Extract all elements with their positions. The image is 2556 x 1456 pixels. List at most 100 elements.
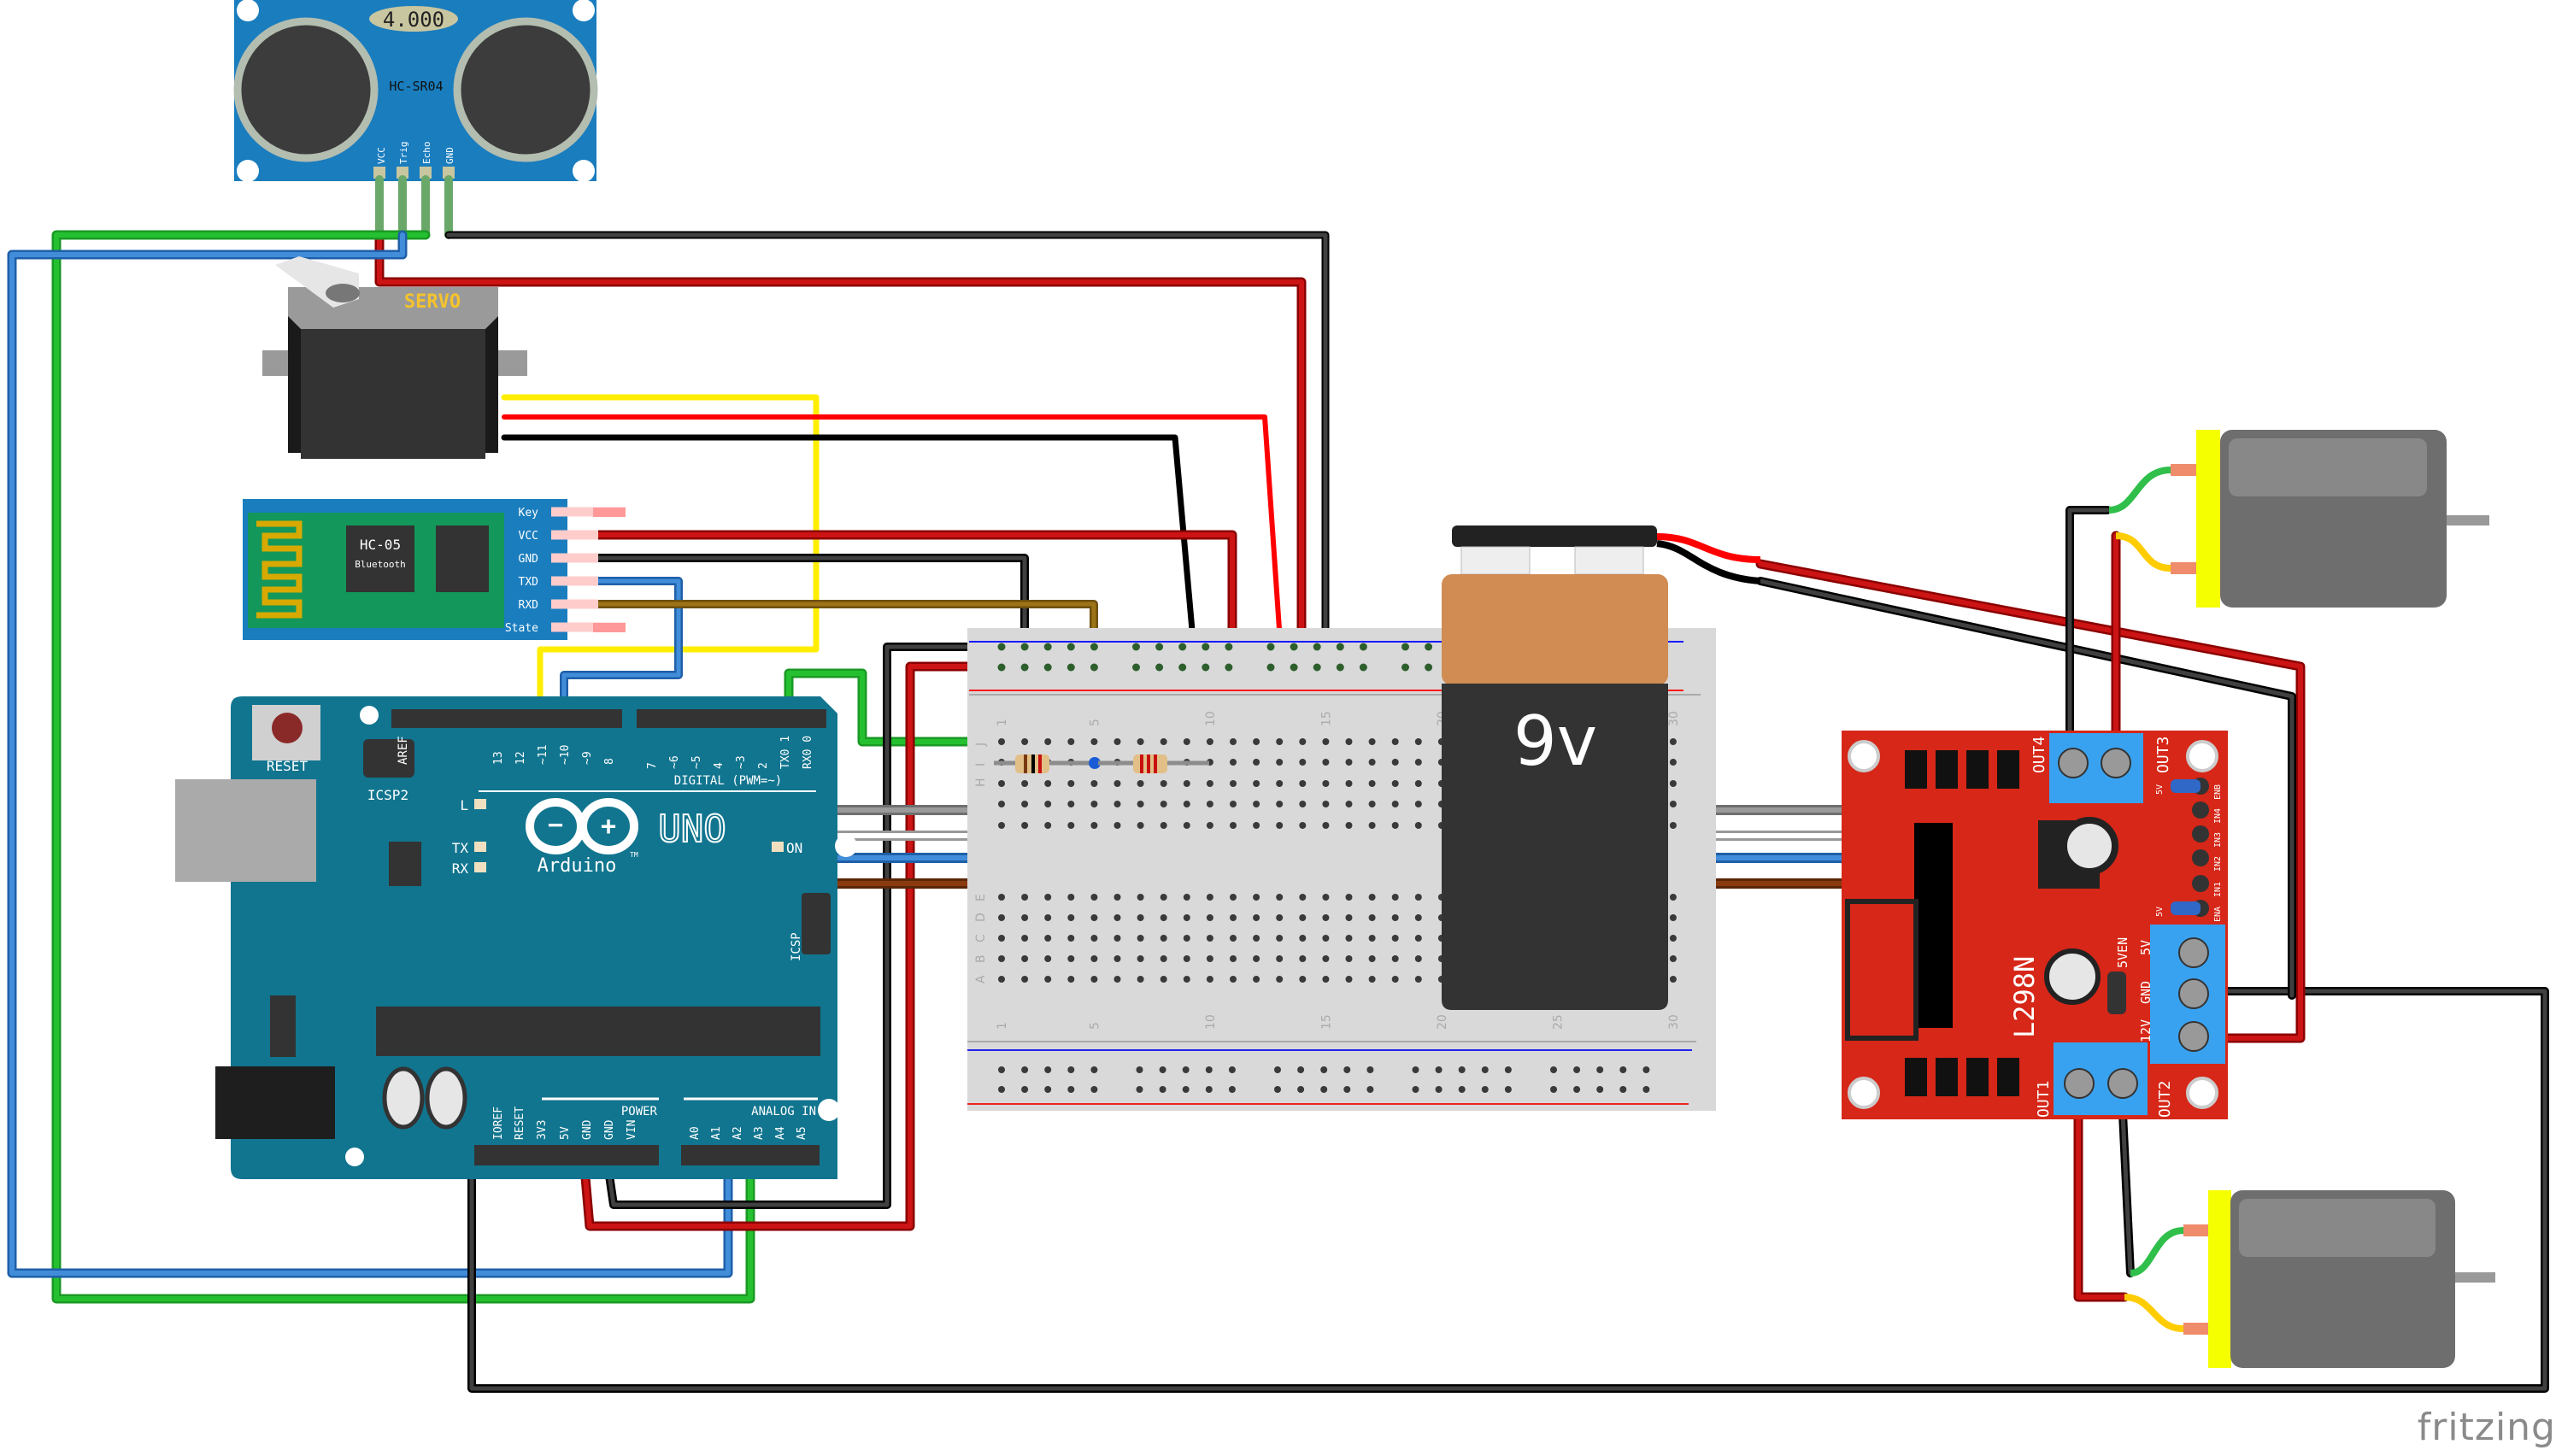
- rail-hole[interactable]: [1366, 1066, 1374, 1073]
- rail-hole[interactable]: [997, 663, 1006, 672]
- terminal-hole[interactable]: [1368, 801, 1376, 807]
- terminal-hole[interactable]: [1345, 780, 1353, 787]
- terminal-hole[interactable]: [1206, 801, 1213, 807]
- terminal-hole[interactable]: [1137, 955, 1144, 962]
- terminal-hole[interactable]: [1669, 801, 1677, 807]
- terminal-hole[interactable]: [1230, 822, 1237, 829]
- terminal-hole[interactable]: [1067, 801, 1075, 807]
- rail-hole[interactable]: [1425, 663, 1433, 672]
- resistor-2[interactable]: [1098, 754, 1209, 773]
- terminal-hole[interactable]: [998, 914, 1005, 921]
- rail-hole[interactable]: [1401, 643, 1409, 651]
- rail-hole[interactable]: [1136, 1066, 1143, 1073]
- terminal-power[interactable]: [2150, 925, 2225, 1064]
- rail-hole[interactable]: [1020, 643, 1029, 651]
- terminal-hole[interactable]: [1322, 914, 1330, 921]
- rail-hole[interactable]: [1044, 1066, 1052, 1073]
- terminal-hole[interactable]: [1322, 935, 1330, 942]
- rail-hole[interactable]: [1481, 1066, 1489, 1073]
- wire-servo-signal[interactable]: [501, 394, 820, 723]
- terminal-hole[interactable]: [1137, 801, 1144, 807]
- rail-hole[interactable]: [1020, 663, 1029, 672]
- terminal-hole[interactable]: [1391, 780, 1399, 787]
- terminal-hole[interactable]: [1299, 955, 1307, 962]
- terminal-hole[interactable]: [1368, 780, 1376, 787]
- terminal-hole[interactable]: [1183, 801, 1190, 807]
- terminal-hole[interactable]: [1160, 976, 1167, 983]
- screw-out4[interactable]: [2058, 748, 2089, 778]
- rail-hole[interactable]: [1266, 643, 1275, 651]
- terminal-hole[interactable]: [1669, 738, 1677, 745]
- terminal-hole[interactable]: [1322, 822, 1330, 829]
- terminal-hole[interactable]: [1368, 955, 1376, 962]
- rail-hole[interactable]: [1596, 1066, 1604, 1073]
- terminal-hole[interactable]: [1276, 955, 1284, 962]
- terminal-hole[interactable]: [1090, 955, 1098, 962]
- resistor-1[interactable]: [994, 754, 1092, 773]
- terminal-hole[interactable]: [1391, 955, 1399, 962]
- terminal-hole[interactable]: [1230, 780, 1237, 787]
- terminal-hole[interactable]: [1206, 894, 1213, 901]
- terminal-hole[interactable]: [1669, 976, 1677, 983]
- rail-hole[interactable]: [1225, 643, 1233, 651]
- rail-hole[interactable]: [1178, 643, 1187, 651]
- terminal-hole[interactable]: [1276, 822, 1284, 829]
- terminal-hole[interactable]: [1368, 914, 1376, 921]
- servo-motor[interactable]: SERVO: [262, 256, 527, 459]
- pin-gnd[interactable]: [443, 167, 455, 179]
- terminal-hole[interactable]: [1137, 894, 1144, 901]
- terminal-hole[interactable]: [1669, 894, 1677, 901]
- terminal-hole[interactable]: [1414, 935, 1422, 942]
- terminal-hole[interactable]: [998, 935, 1005, 942]
- rail-hole[interactable]: [1596, 1086, 1604, 1093]
- digital-header-left[interactable]: [391, 709, 622, 728]
- terminal-hole[interactable]: [1368, 738, 1376, 745]
- rail-hole[interactable]: [1155, 663, 1164, 672]
- rail-hole[interactable]: [1090, 663, 1098, 672]
- rail-hole[interactable]: [1425, 643, 1433, 651]
- terminal-hole[interactable]: [1276, 935, 1284, 942]
- rail-hole[interactable]: [1090, 1066, 1098, 1073]
- terminal-hole[interactable]: [1067, 780, 1075, 787]
- screw-out2[interactable]: [2107, 1068, 2138, 1099]
- terminal-hole[interactable]: [998, 894, 1005, 901]
- terminal-hole[interactable]: [1253, 955, 1260, 962]
- terminal-hole[interactable]: [1067, 914, 1075, 921]
- terminal-hole[interactable]: [1044, 976, 1052, 983]
- wire-servo-vcc[interactable]: [502, 414, 1284, 669]
- rail-hole[interactable]: [1066, 663, 1075, 672]
- terminal-hole[interactable]: [1183, 935, 1190, 942]
- terminal-hole[interactable]: [1368, 976, 1376, 983]
- terminal-hole[interactable]: [1299, 894, 1307, 901]
- terminal-hole[interactable]: [1253, 780, 1260, 787]
- terminal-hole[interactable]: [1299, 738, 1307, 745]
- rail-hole[interactable]: [1336, 643, 1344, 651]
- rail-hole[interactable]: [1274, 1066, 1281, 1073]
- terminal-hole[interactable]: [1113, 976, 1121, 983]
- terminal-hole[interactable]: [1021, 894, 1029, 901]
- terminal-hole[interactable]: [1044, 801, 1052, 807]
- screw-12v[interactable]: [2178, 937, 2209, 968]
- rail-hole[interactable]: [1458, 1066, 1466, 1073]
- terminal-hole[interactable]: [1206, 955, 1213, 962]
- terminal-hole[interactable]: [1137, 780, 1144, 787]
- terminal-hole[interactable]: [1206, 780, 1213, 787]
- rail-hole[interactable]: [1155, 643, 1164, 651]
- terminal-hole[interactable]: [1090, 780, 1098, 787]
- rail-hole[interactable]: [1090, 643, 1098, 651]
- power-jack[interactable]: [215, 1066, 335, 1139]
- terminal-hole[interactable]: [1044, 894, 1052, 901]
- terminal-hole[interactable]: [1021, 822, 1029, 829]
- rail-hole[interactable]: [1458, 1086, 1466, 1093]
- terminal-hole[interactable]: [1044, 738, 1052, 745]
- terminal-hole[interactable]: [1021, 738, 1029, 745]
- terminal-hole[interactable]: [1414, 759, 1422, 766]
- terminal-hole[interactable]: [1160, 894, 1167, 901]
- screw-out1[interactable]: [2064, 1068, 2095, 1099]
- rail-hole[interactable]: [1619, 1086, 1627, 1093]
- rail-hole[interactable]: [1504, 1066, 1512, 1073]
- terminal-hole[interactable]: [1276, 894, 1284, 901]
- terminal-hole[interactable]: [998, 822, 1005, 829]
- terminal-hole[interactable]: [1322, 738, 1330, 745]
